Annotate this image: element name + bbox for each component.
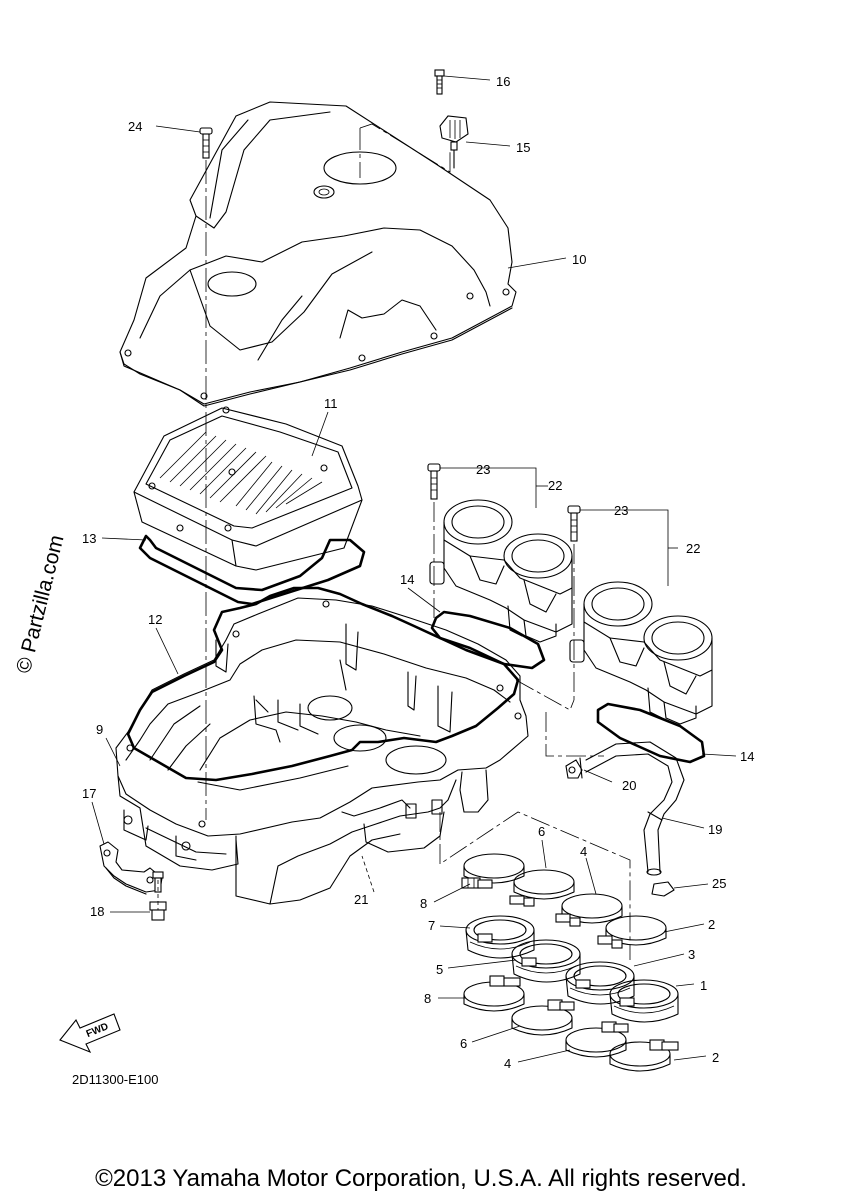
joint-5 xyxy=(511,939,581,983)
clip-20 xyxy=(565,759,583,779)
bolt-16 xyxy=(434,69,445,95)
forward-arrow-icon: FWD xyxy=(59,1013,121,1054)
bolt-23-a xyxy=(427,463,441,500)
clamp-4-lower xyxy=(565,1021,629,1058)
joint-1 xyxy=(609,979,679,1023)
callout-3: 3 xyxy=(688,947,695,962)
diagram-code: 2D11300-E100 xyxy=(72,1072,159,1087)
callout-2b: 2 xyxy=(712,1050,719,1065)
callout-22b: 22 xyxy=(686,541,700,556)
callout-16: 16 xyxy=(496,74,510,89)
callout-11: 11 xyxy=(324,396,338,411)
callout-5: 5 xyxy=(436,962,443,977)
intake-temp-sensor-15 xyxy=(439,115,469,169)
screw-18-bolt xyxy=(152,871,164,893)
callout-7: 7 xyxy=(428,918,435,933)
callout-23b: 23 xyxy=(614,503,628,518)
clamp-2-lower xyxy=(609,1039,679,1072)
callout-12: 12 xyxy=(148,612,162,627)
clamp-4-upper xyxy=(555,893,623,927)
screw-24 xyxy=(199,127,213,159)
air-cleaner-case-9 xyxy=(115,597,529,905)
callout-4a: 4 xyxy=(580,844,587,859)
callout-17: 17 xyxy=(82,786,96,801)
funnel-22-lower xyxy=(569,581,713,725)
callouts: 16 15 24 10 11 23 22 23 22 13 14 12 14 9… xyxy=(82,74,754,1071)
air-filter-element-11 xyxy=(133,406,363,571)
callout-19: 19 xyxy=(708,822,722,837)
callout-1: 1 xyxy=(700,978,707,993)
bolt-23-b xyxy=(567,505,581,542)
callout-20: 20 xyxy=(622,778,636,793)
gasket-14-lower xyxy=(596,702,706,764)
leader-lines xyxy=(91,75,737,1063)
funnel-22-upper xyxy=(429,499,573,643)
callout-10: 10 xyxy=(572,252,586,267)
gasket-12 xyxy=(126,586,520,782)
air-cleaner-cover-10 xyxy=(119,101,517,407)
callout-25: 25 xyxy=(712,876,726,891)
callout-8a: 8 xyxy=(420,896,427,911)
joint-7 xyxy=(465,915,535,959)
clamp-6-upper xyxy=(509,869,575,907)
clamp-8-lower xyxy=(463,975,525,1012)
gasket-14-upper xyxy=(430,610,546,670)
callout-9: 9 xyxy=(96,722,103,737)
callout-2a: 2 xyxy=(708,917,715,932)
joint-3 xyxy=(565,961,635,1005)
callout-6b: 6 xyxy=(460,1036,467,1051)
hose-19 xyxy=(579,741,685,876)
callout-23a: 23 xyxy=(476,462,490,477)
callout-15: 15 xyxy=(516,140,530,155)
callout-8b: 8 xyxy=(424,991,431,1006)
callout-14a: 14 xyxy=(400,572,414,587)
callout-22a: 22 xyxy=(548,478,562,493)
callout-18: 18 xyxy=(90,904,104,919)
clamp-8-upper xyxy=(461,853,525,889)
callout-6a: 6 xyxy=(538,824,545,839)
copyright-footer: ©2013 Yamaha Motor Corporation, U.S.A. A… xyxy=(95,1165,747,1192)
clamp-2-upper xyxy=(597,915,667,949)
callout-13: 13 xyxy=(82,531,96,546)
callout-14b: 14 xyxy=(740,749,754,764)
callout-4b: 4 xyxy=(504,1056,511,1071)
clip-25 xyxy=(651,881,675,897)
gasket-13 xyxy=(138,534,366,606)
callout-21: 21 xyxy=(354,892,368,907)
callout-24: 24 xyxy=(128,119,142,134)
